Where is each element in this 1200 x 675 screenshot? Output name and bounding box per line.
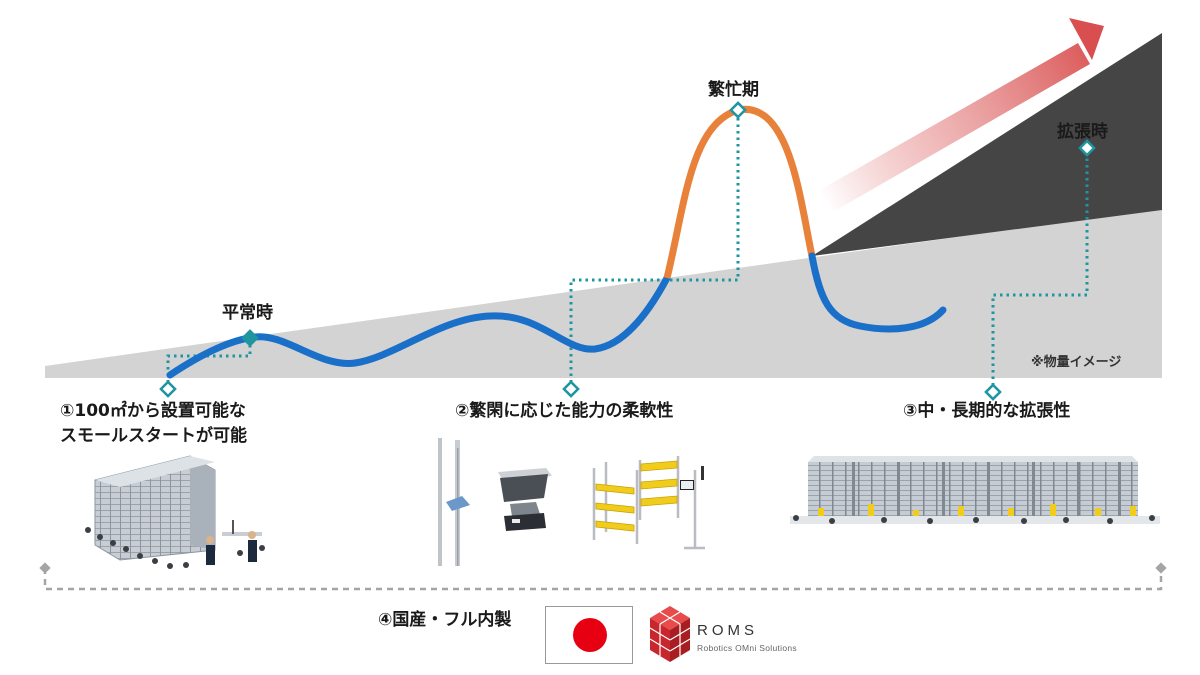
feature-1-line-1: ①100㎡から設置可能な xyxy=(60,401,246,421)
diamond-marker-icon xyxy=(562,380,580,398)
bottom-bracket xyxy=(43,568,1163,591)
flag-disc xyxy=(573,618,607,652)
diamond-marker-icon xyxy=(1078,139,1096,157)
feature-2: ②繁閑に応じた能力の柔軟性 xyxy=(455,401,674,421)
volume-wedge xyxy=(45,208,1162,378)
diamond-marker-icon xyxy=(729,101,747,119)
diamond-marker-icon xyxy=(984,383,1002,401)
phase-label-normal: 平常時 xyxy=(222,303,273,323)
diamond-marker-icon xyxy=(1155,562,1167,574)
small-warehouse-illustration xyxy=(85,455,265,569)
feature-1-line-2: スモールスタートが可能 xyxy=(60,426,247,446)
diamond-marker-icon xyxy=(159,380,177,398)
diamond-marker-icon xyxy=(39,562,51,574)
phase-label-expansion: 拡張時 xyxy=(1057,122,1108,142)
phase-label-busy: 繁忙期 xyxy=(708,80,759,100)
volume-curve-peak xyxy=(663,105,816,279)
diamond-markers xyxy=(159,101,1096,401)
diamond-marker-icon xyxy=(241,329,259,347)
brand-name: ROMS xyxy=(697,622,758,639)
red-arrow-icon xyxy=(820,18,1104,212)
japan-flag-icon xyxy=(545,606,633,664)
volume-note: ※物量イメージ xyxy=(1031,355,1122,370)
feature-4: ④国産・フル内製 xyxy=(378,610,512,630)
expansion-wedge xyxy=(812,33,1162,256)
roms-logo-icon xyxy=(649,606,691,662)
equipment-illustration xyxy=(438,438,705,566)
large-warehouse-illustration xyxy=(790,456,1160,524)
volume-curve-after xyxy=(808,252,947,333)
brand-tagline: Robotics OMni Solutions xyxy=(697,643,797,653)
feature-3: ③中・長期的な拡張性 xyxy=(903,401,1071,421)
